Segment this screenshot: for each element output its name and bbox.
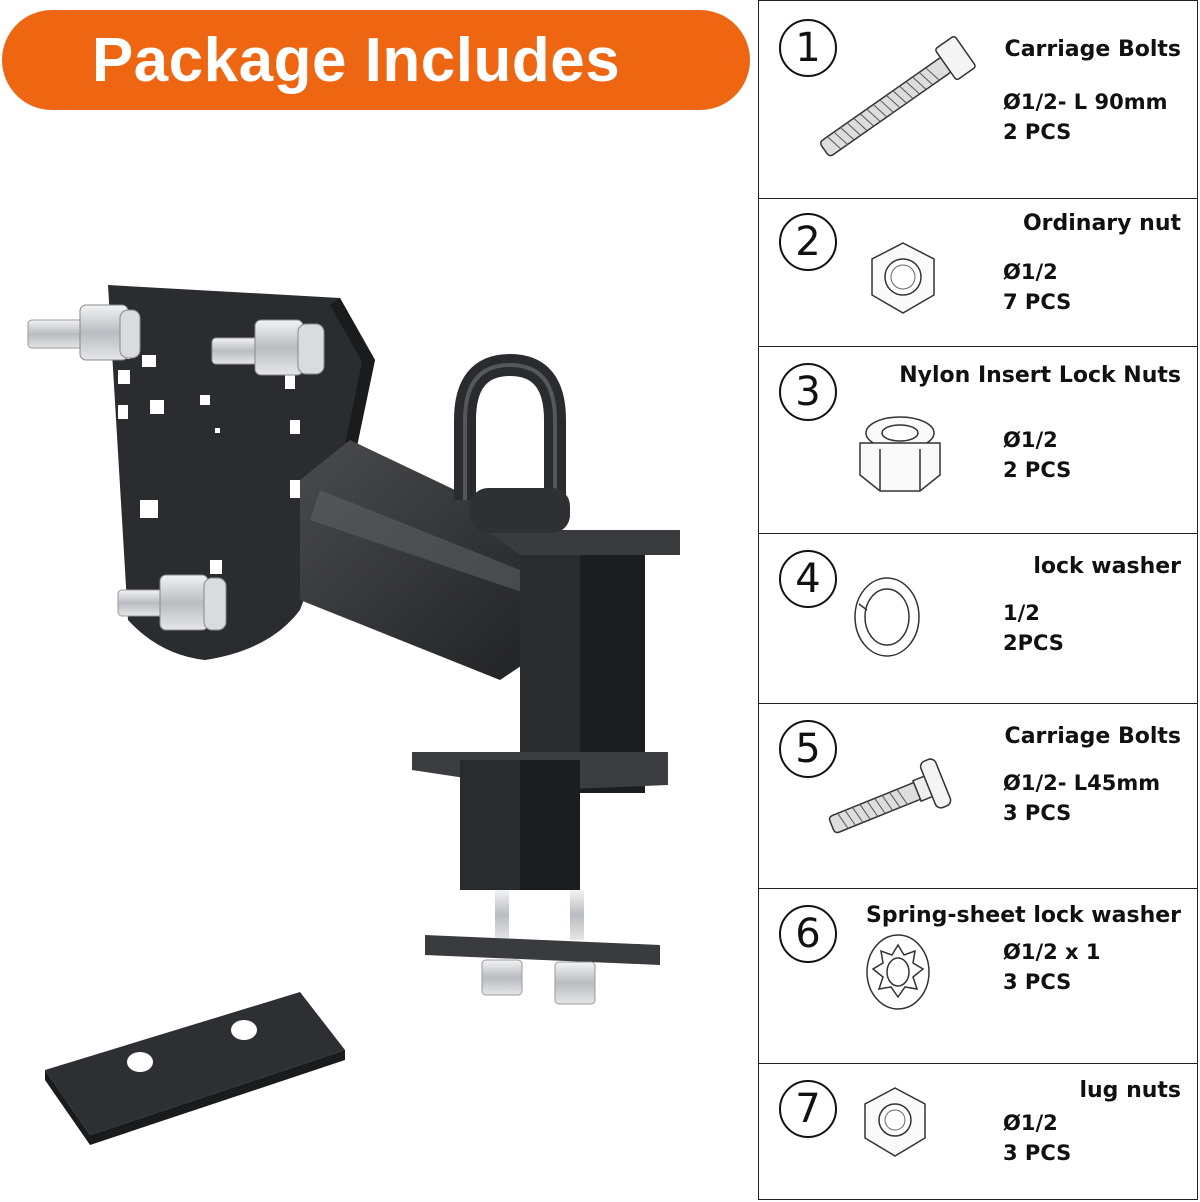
lug-nut-icon — [864, 1087, 926, 1157]
item-spec-line: Ø1/2 x 1 — [1003, 940, 1101, 964]
mount-bracket-illustration — [27, 285, 680, 1145]
item-spec-line: Ø1/2 — [1003, 428, 1058, 452]
item-spec: Ø1/2- L 90mm 2 PCS — [1003, 87, 1167, 147]
item-name: lock washer — [1033, 554, 1181, 579]
item-name: Carriage Bolts — [1004, 37, 1181, 62]
item-row-4: 4 lock washer 1/2 2PCS — [759, 534, 1197, 704]
short-bolt-icon — [828, 758, 952, 834]
item-row-7: 7 lug nuts Ø1/2 3 PCS — [759, 1064, 1197, 1201]
item-spec-line: 2PCS — [1003, 631, 1064, 655]
bracket-post — [412, 530, 680, 890]
item-number: 2 — [779, 213, 837, 271]
item-spec: Ø1/2- L45mm 3 PCS — [1003, 768, 1160, 828]
package-includes-banner: Package Includes — [2, 10, 750, 110]
item-spec-line: 3 PCS — [1003, 801, 1072, 825]
item-spec-line: 3 PCS — [1003, 1141, 1072, 1165]
item-number: 7 — [779, 1080, 837, 1138]
star-washer-icon — [866, 934, 930, 1010]
item-spec-line: 2 PCS — [1003, 120, 1072, 144]
bracket-arm — [300, 440, 560, 680]
item-spec: Ø1/2 3 PCS — [1003, 1108, 1071, 1168]
item-name: Carriage Bolts — [1004, 724, 1181, 749]
item-spec-line: Ø1/2 — [1003, 260, 1058, 284]
d-ring — [454, 353, 570, 533]
item-number: 4 — [779, 550, 837, 608]
item-spec-line: 7 PCS — [1003, 290, 1072, 314]
item-name: Spring-sheet lock washer — [866, 903, 1181, 928]
item-spec-line: 2 PCS — [1003, 458, 1072, 482]
item-number: 1 — [779, 19, 837, 77]
item-spec: Ø1/2 2 PCS — [1003, 425, 1071, 485]
hex-nut-icon — [871, 242, 935, 314]
item-spec-line: 1/2 — [1003, 601, 1040, 625]
split-washer-icon — [854, 577, 920, 657]
item-spec-line: 3 PCS — [1003, 970, 1072, 994]
item-row-6: 6 Spring-sheet lock washer Ø1/2 x 1 3 PCS — [759, 889, 1197, 1064]
item-spec-line: Ø1/2 — [1003, 1111, 1058, 1135]
item-number: 5 — [779, 720, 837, 778]
item-spec-line: Ø1/2- L45mm — [1003, 771, 1161, 795]
item-spec: Ø1/2 7 PCS — [1003, 257, 1071, 317]
item-spec: 1/2 2PCS — [1003, 598, 1064, 658]
loose-backing-plate — [45, 992, 345, 1145]
item-name: Ordinary nut — [1022, 211, 1181, 236]
item-row-1: 1 Carriage Bolts Ø1/2- L 90mm 2 PCS — [759, 1, 1197, 199]
item-spec-line: Ø1/2- L 90mm — [1003, 90, 1168, 114]
item-number: 3 — [779, 363, 837, 421]
item-row-3: 3 Nylon Insert Lock Nuts Ø1/2 2 PCS — [759, 347, 1197, 534]
item-name: lug nuts — [1079, 1078, 1181, 1103]
clamp-plate — [425, 890, 660, 1005]
item-row-5: 5 Carriage Bolts Ø1/2- L45mm 3 PCS — [759, 704, 1197, 889]
item-row-2: 2 Ordinary nut Ø1/2 7 PCS — [759, 199, 1197, 347]
item-name: Nylon Insert Lock Nuts — [899, 363, 1181, 388]
banner-title: Package Includes — [91, 25, 621, 95]
plate-bolts — [27, 304, 325, 631]
lock-nut-icon — [859, 416, 941, 492]
item-spec: Ø1/2 x 1 3 PCS — [1003, 937, 1101, 997]
long-bolt-icon — [820, 36, 976, 157]
package-items-table: 1 Carriage Bolts Ø1/2- L 90mm 2 PCS 2 — [758, 0, 1198, 1200]
item-number: 6 — [779, 905, 837, 963]
